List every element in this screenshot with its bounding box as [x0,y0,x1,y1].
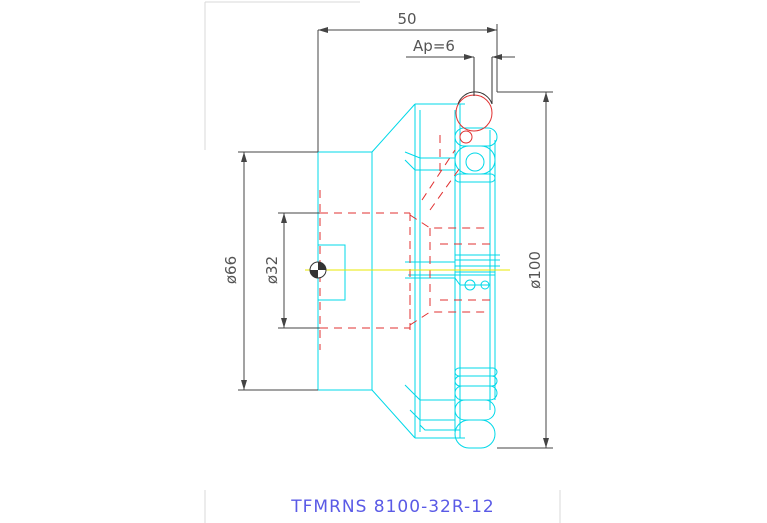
dimension-d32: ø32 [263,256,281,284]
drawing-title: TFMRNS 8100-32R-12 [290,497,494,517]
cutting-edge-outline [457,57,493,105]
dimension-ap: Ap=6 [413,37,455,55]
dimension-arrows [241,27,549,448]
dimension-d100: ø100 [526,251,544,289]
dimension-d66: ø66 [222,256,240,284]
dimension-lines [238,24,553,449]
center-mark-icon [309,261,327,279]
cutter-body-outline [317,103,500,449]
cutting-edge-circle [455,94,493,144]
hidden-lines [319,135,490,350]
sheet-frame [204,1,561,523]
dimension-length: 50 [397,10,416,28]
